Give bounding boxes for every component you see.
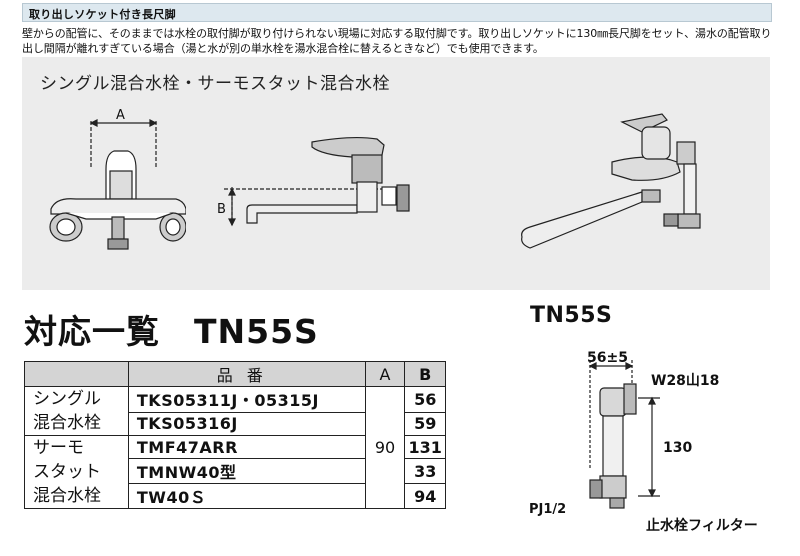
filter-label: 止水栓フィルター [646,518,758,534]
dimension-a-label: A [116,109,125,123]
section-header-bar: 取り出しソケット付き長尺脚 [22,3,772,22]
header-b: B [404,361,446,387]
b-value-cell: 33 [404,458,446,484]
table-row: TW40Ｓ 94 [25,483,446,509]
table-row: サーモ スタット 混合水栓 TMF47ARR 131 [24,435,446,509]
category-line: 混合水栓 [33,413,101,433]
product-description: 壁からの配管に、そのままでは水栓の取付脚が取り付けられない現場に対応する取付脚で… [22,27,772,55]
b-value-cell: 59 [404,411,446,437]
compat-table: 品番 A B シングル 混合水栓 TKS05311J・05315J 90 56 … [24,361,446,509]
header-part-number: 品番 [127,361,366,387]
part-number-cell: TMF47ARR [127,435,366,459]
table-header-row: 品番 A B [24,361,446,387]
compat-title-text: 対応一覧 [24,312,160,351]
tn55s-part-drawing [588,360,660,509]
category-thermostat-mixer: サーモ スタット 混合水栓 [24,435,129,509]
b-value-cell: 94 [404,483,446,509]
part-number-cell: TW40Ｓ [127,483,366,509]
dimension-b-label: B [217,202,226,217]
side-view-drawing: B [217,136,410,227]
dim-thread-label: W28山18 [651,373,720,389]
dim-length-label: 130 [663,440,693,456]
part-number-cell: TKS05316J [127,411,366,437]
faucet-diagram-panel: シングル混合水栓・サーモスタット混合水栓 A [22,57,770,290]
category-line: サーモ [33,438,84,458]
category-line: シングル [33,389,101,409]
compat-model-text: TN55S [194,312,319,351]
header-a: A [364,361,406,387]
table-row: シングル 混合水栓 TKS05311J・05315J 90 56 [24,386,446,509]
dim-pipe-label: PJ1/2 [529,502,567,517]
compat-section-title: 対応一覧 TN55S [24,305,319,353]
dim-offset-label: 56±5 [587,350,628,366]
category-line: 混合水栓 [33,486,101,506]
category-line: スタット [33,462,101,482]
faucet-3d-drawing [521,113,701,249]
b-value-cell: 131 [404,435,446,459]
a-value-cell: 90 [364,386,406,509]
section-header-title: 取り出しソケット付き長尺脚 [29,8,176,21]
part-number-cell: TMNW40型 [127,458,366,484]
part-number-cell: TKS05311J・05315J [127,386,366,413]
diagram-panel-title: シングル混合水栓・サーモスタット混合水栓 [40,74,390,94]
b-value-cell: 56 [404,386,446,413]
front-view-drawing: A [49,109,186,250]
tn55s-title: TN55S [530,303,613,328]
category-single-mixer: シングル 混合水栓 [24,386,129,436]
table-row: TKS05316J 59 [25,411,446,437]
